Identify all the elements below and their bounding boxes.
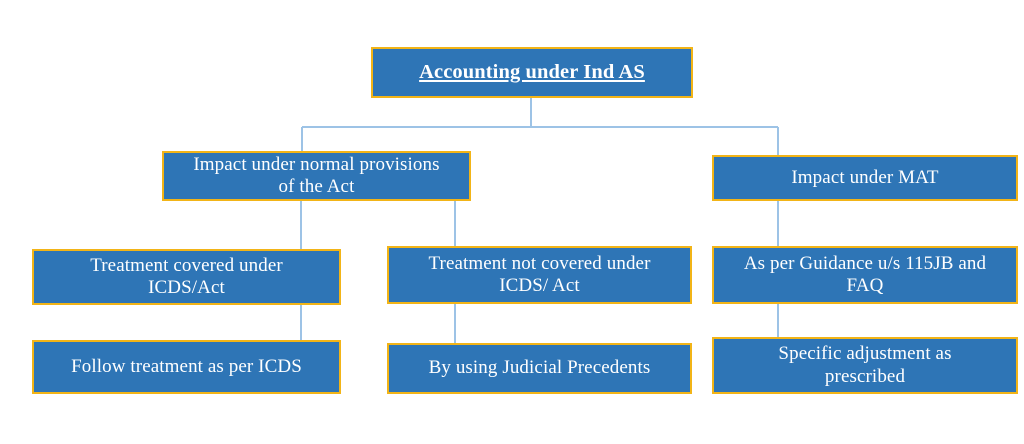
node-specific-adjustment-as-prescribed[interactable]: Specific adjustment as prescribed	[712, 337, 1018, 394]
node-impact-under-normal-provisions-label: Impact under normal provisions of the Ac…	[193, 153, 440, 197]
node-impact-under-mat[interactable]: Impact under MAT	[712, 155, 1018, 201]
node-treatment-not-covered-under-icds-act-label: Treatment not covered under ICDS/ Act	[428, 252, 651, 296]
node-by-using-judicial-precedents-label: By using Judicial Precedents	[428, 357, 651, 379]
node-treatment-covered-under-icds-act[interactable]: Treatment covered under ICDS/Act	[32, 249, 341, 305]
node-by-using-judicial-precedents[interactable]: By using Judicial Precedents	[387, 343, 692, 394]
node-treatment-not-covered-under-icds-act[interactable]: Treatment not covered under ICDS/ Act	[387, 246, 692, 304]
node-as-per-guidance-115jb-and-faq[interactable]: As per Guidance u/s 115JB and FAQ	[712, 246, 1018, 304]
node-treatment-covered-under-icds-act-label: Treatment covered under ICDS/Act	[90, 254, 283, 298]
node-follow-treatment-as-per-icds-label: Follow treatment as per ICDS	[71, 355, 302, 377]
node-as-per-guidance-115jb-and-faq-label: As per Guidance u/s 115JB and FAQ	[743, 252, 987, 296]
node-accounting-under-ind-as[interactable]: Accounting under Ind AS	[371, 47, 693, 98]
node-impact-under-normal-provisions[interactable]: Impact under normal provisions of the Ac…	[162, 151, 471, 201]
node-specific-adjustment-as-prescribed-label: Specific adjustment as prescribed	[778, 343, 952, 387]
node-accounting-under-ind-as-label: Accounting under Ind AS	[419, 60, 645, 83]
node-follow-treatment-as-per-icds[interactable]: Follow treatment as per ICDS	[32, 340, 341, 394]
node-impact-under-mat-label: Impact under MAT	[791, 166, 939, 188]
